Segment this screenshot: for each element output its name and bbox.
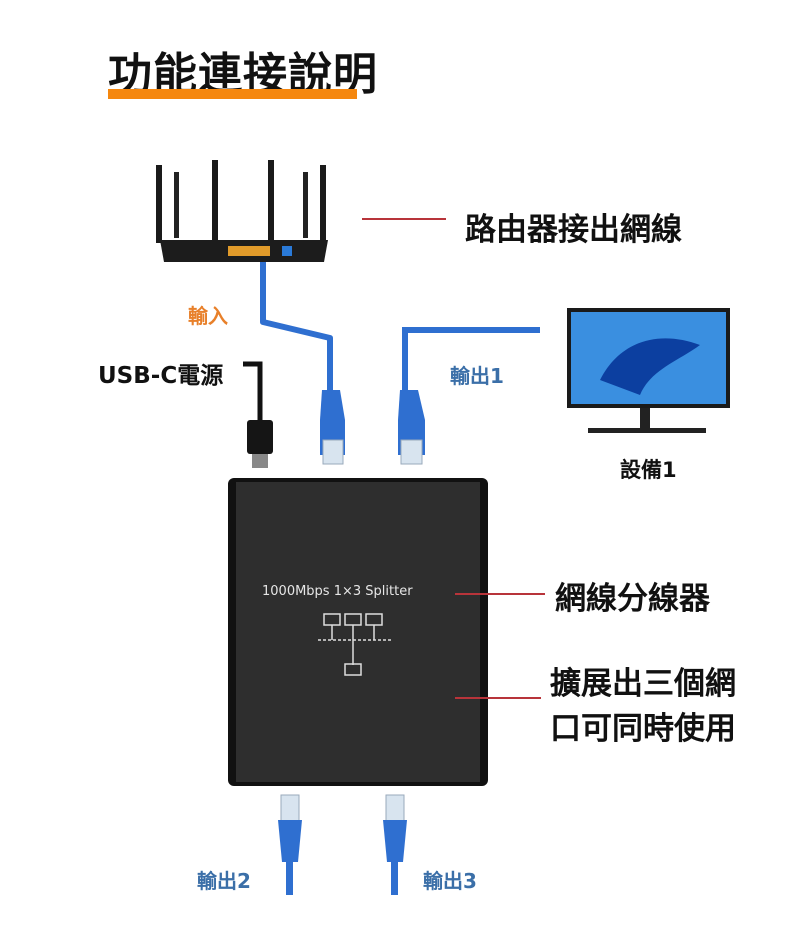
device1-label: 設備1 — [620, 458, 677, 482]
output1-cable — [402, 327, 540, 392]
title-underline — [108, 89, 357, 99]
router-icon — [156, 160, 328, 262]
expand-pointer-line — [455, 697, 541, 699]
input-label: 輸入 — [188, 304, 228, 328]
splitter-print-text: 1000Mbps 1×3 Splitter — [262, 584, 413, 599]
output2-label: 輸出2 — [197, 869, 251, 893]
splitter-label: 網線分線器 — [555, 581, 710, 617]
output3-cable — [383, 794, 407, 895]
monitor-icon — [567, 308, 730, 433]
expand-label-line1: 擴展出三個網 — [550, 666, 736, 702]
output3-label: 輸出3 — [423, 869, 477, 893]
rj45-connector-icon — [320, 390, 345, 465]
splitter-device-icon — [228, 478, 488, 786]
router-label: 路由器接出網線 — [465, 212, 682, 248]
output1-label: 輸出1 — [450, 364, 504, 388]
splitter-pointer-line — [455, 593, 545, 595]
usb-c-plug-icon — [243, 361, 273, 468]
output2-cable — [278, 794, 302, 895]
router-pointer-line — [362, 218, 446, 220]
usb-power-label: USB-C電源 — [98, 363, 224, 389]
rj45-connector-icon — [398, 390, 425, 465]
input-cable — [260, 262, 333, 392]
expand-label-line2: 口可同時使用 — [550, 711, 736, 747]
